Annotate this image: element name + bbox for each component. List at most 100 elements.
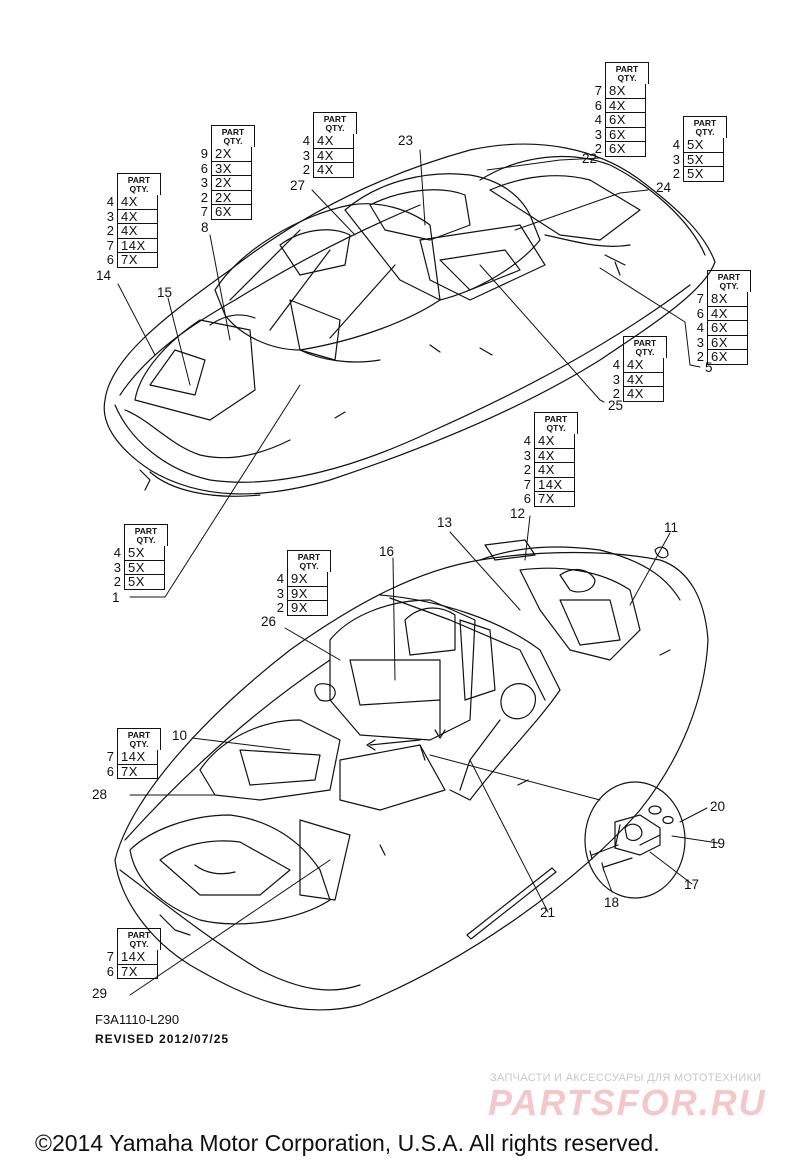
qty-value: 7X bbox=[117, 253, 158, 268]
qty-header: PART QTY. bbox=[534, 412, 578, 434]
callout-11: 11 bbox=[664, 520, 679, 535]
qty-header: PART QTY. bbox=[211, 125, 255, 147]
qty-value: 4X bbox=[117, 195, 158, 210]
qty-key: 6 bbox=[200, 160, 208, 176]
qty-value: 4X bbox=[534, 434, 575, 449]
callout-12: 12 bbox=[510, 506, 526, 521]
qty-value: 2X bbox=[211, 147, 252, 162]
qty-key: 2 bbox=[523, 462, 531, 478]
callout-16: 16 bbox=[379, 544, 395, 559]
qty-value: 5X bbox=[124, 575, 165, 590]
qty-key: 6 bbox=[523, 491, 531, 507]
qty-key: 3 bbox=[672, 151, 680, 167]
qty-key: 2 bbox=[106, 223, 114, 239]
qty-value: 9X bbox=[287, 601, 328, 616]
qty-value: 6X bbox=[605, 127, 646, 142]
qty-key: 2 bbox=[113, 574, 121, 590]
qty-header: PART QTY. bbox=[707, 270, 751, 292]
qty-key: 4 bbox=[113, 545, 121, 561]
qty-value: 7X bbox=[117, 764, 158, 779]
callout-15: 15 bbox=[157, 285, 173, 300]
callout-21: 21 bbox=[540, 905, 556, 920]
qty-value: 4X bbox=[707, 306, 748, 321]
qty-value: 6X bbox=[605, 113, 646, 128]
qty-header: PART QTY. bbox=[683, 116, 727, 138]
qty-value: 7X bbox=[117, 964, 158, 979]
copyright-notice: ©2014 Yamaha Motor Corporation, U.S.A. A… bbox=[35, 1130, 660, 1156]
revised-date: REVISED 2012/07/25 bbox=[95, 1032, 230, 1046]
callout-14: 14 bbox=[96, 268, 112, 283]
qty-key: 3 bbox=[594, 126, 602, 142]
qty-value: 6X bbox=[707, 350, 748, 365]
callout-18: 18 bbox=[604, 895, 620, 910]
qty-header: PART QTY. bbox=[605, 62, 649, 84]
clamp-detail bbox=[584, 781, 686, 899]
callout-24: 24 bbox=[656, 180, 672, 195]
qty-value: 9X bbox=[287, 586, 328, 601]
callout-20: 20 bbox=[710, 799, 726, 814]
qty-value: 6X bbox=[211, 205, 252, 220]
callout-23: 23 bbox=[398, 133, 414, 148]
qty-key: 3 bbox=[113, 559, 121, 575]
qty-key: 3 bbox=[106, 208, 114, 224]
qty-header: PART QTY. bbox=[117, 928, 161, 950]
qty-value: 8X bbox=[605, 84, 646, 99]
qty-key: 2 bbox=[594, 141, 602, 157]
qty-header: PART QTY. bbox=[117, 728, 161, 750]
qty-value: 2X bbox=[211, 190, 252, 205]
qty-key: 3 bbox=[612, 371, 620, 387]
qty-key: 4 bbox=[302, 133, 310, 149]
callout-25: 25 bbox=[608, 398, 624, 413]
qty-value: 4X bbox=[313, 134, 354, 149]
qty-key: 9 bbox=[200, 146, 208, 162]
drawing-code: F3A1110-L290 bbox=[95, 1012, 180, 1027]
qty-value: 4X bbox=[623, 387, 664, 402]
qty-value: 5X bbox=[683, 152, 724, 167]
qty-value: 4X bbox=[623, 372, 664, 387]
qty-header: PART QTY. bbox=[124, 524, 168, 546]
qty-value: 6X bbox=[707, 321, 748, 336]
callout-5: 5 bbox=[705, 360, 713, 375]
qty-value: 4X bbox=[313, 163, 354, 178]
qty-key: 4 bbox=[523, 433, 531, 449]
callout-28: 28 bbox=[92, 787, 108, 802]
qty-key: 6 bbox=[106, 763, 114, 779]
leader-lines bbox=[117, 149, 719, 996]
qty-key: 7 bbox=[696, 291, 704, 307]
qty-key: 7 bbox=[523, 476, 531, 492]
callout-17: 17 bbox=[684, 877, 700, 892]
qty-value: 4X bbox=[534, 463, 575, 478]
qty-key: 4 bbox=[106, 194, 114, 210]
qty-value: 6X bbox=[707, 335, 748, 350]
qty-key: 6 bbox=[106, 963, 114, 979]
qty-key: 6 bbox=[106, 252, 114, 268]
qty-key: 4 bbox=[276, 571, 284, 587]
qty-key: 7 bbox=[106, 749, 114, 765]
qty-value: 14X bbox=[117, 750, 158, 765]
qty-key: 6 bbox=[594, 97, 602, 113]
qty-key: 7 bbox=[200, 204, 208, 220]
qty-key: 4 bbox=[612, 357, 620, 373]
qty-header: PART QTY. bbox=[623, 336, 667, 358]
qty-key: 2 bbox=[696, 349, 704, 365]
qty-value: 2X bbox=[211, 176, 252, 191]
qty-value: 4X bbox=[534, 448, 575, 463]
qty-key: 2 bbox=[672, 166, 680, 182]
qty-header: PART QTY. bbox=[117, 173, 161, 195]
qty-key: 3 bbox=[523, 447, 531, 463]
qty-value: 6X bbox=[605, 142, 646, 157]
qty-key: 4 bbox=[594, 112, 602, 128]
qty-value: 4X bbox=[313, 148, 354, 163]
qty-key: 4 bbox=[696, 320, 704, 336]
